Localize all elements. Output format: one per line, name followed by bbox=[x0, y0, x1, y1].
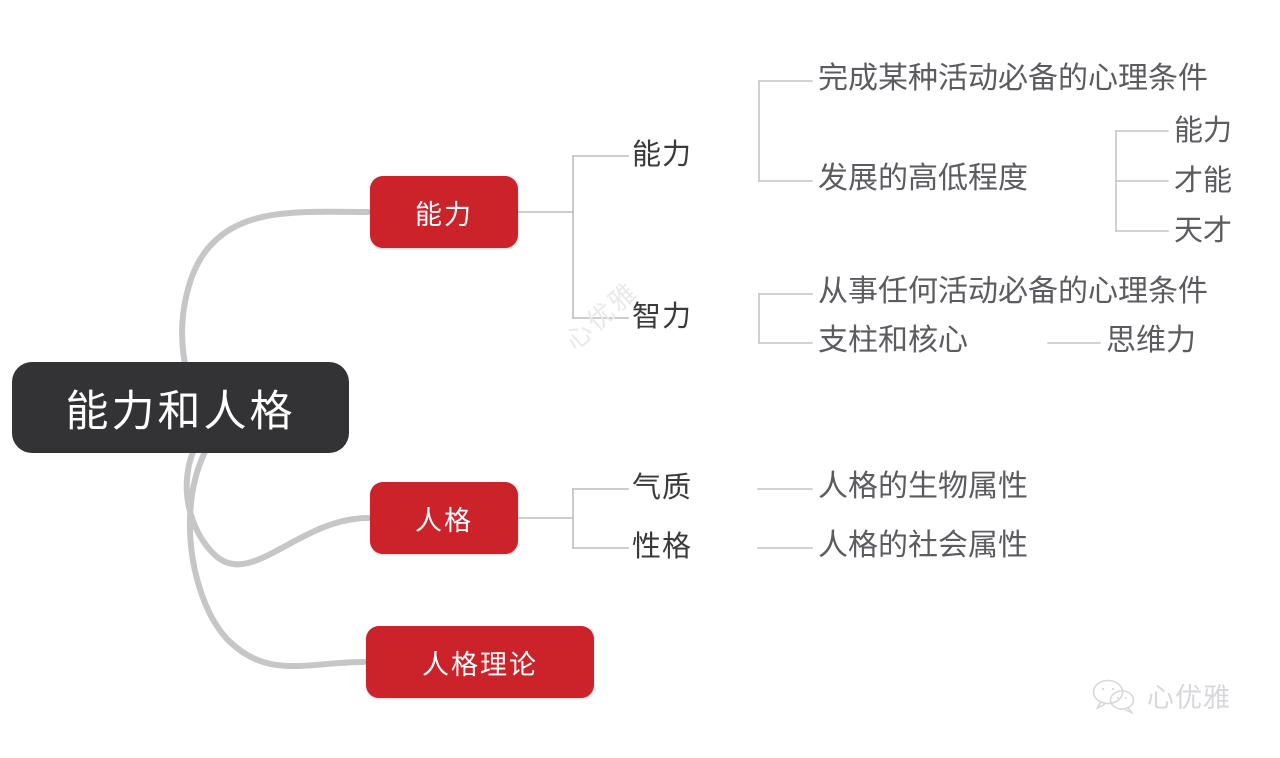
label-zhili[interactable]: 智力 bbox=[632, 299, 693, 333]
leaf-caineng[interactable]: 才能 bbox=[1174, 163, 1233, 197]
wechat-icon bbox=[1092, 679, 1135, 714]
leaf-nengli[interactable]: 能力 bbox=[1174, 113, 1233, 147]
label-qizhi[interactable]: 气质 bbox=[632, 470, 693, 504]
note-nengli-degree[interactable]: 发展的高低程度 bbox=[818, 161, 1028, 196]
note-xingge-attr[interactable]: 人格的社会属性 bbox=[818, 528, 1028, 563]
branch-node-renge[interactable]: 人格 bbox=[370, 482, 518, 554]
label-nengli-sub[interactable]: 能力 bbox=[632, 137, 693, 171]
root-node[interactable]: 能力和人格 bbox=[12, 362, 349, 453]
note-nengli-definition[interactable]: 完成某种活动必备的心理条件 bbox=[818, 61, 1208, 96]
note-zhili-definition[interactable]: 从事任何活动必备的心理条件 bbox=[818, 274, 1208, 309]
branch-node-nengli[interactable]: 能力 bbox=[370, 176, 518, 248]
label-xingge[interactable]: 性格 bbox=[632, 529, 693, 563]
brand-watermark: 心优雅 bbox=[1092, 676, 1231, 715]
note-qizhi-attr[interactable]: 人格的生物属性 bbox=[818, 469, 1028, 504]
leaf-tiancai[interactable]: 天才 bbox=[1174, 213, 1233, 247]
leaf-siweili[interactable]: 思维力 bbox=[1106, 323, 1196, 358]
branch-node-rengelilun[interactable]: 人格理论 bbox=[366, 626, 594, 698]
note-zhili-core[interactable]: 支柱和核心 bbox=[818, 323, 968, 358]
brand-watermark-text: 心优雅 bbox=[1147, 683, 1231, 714]
